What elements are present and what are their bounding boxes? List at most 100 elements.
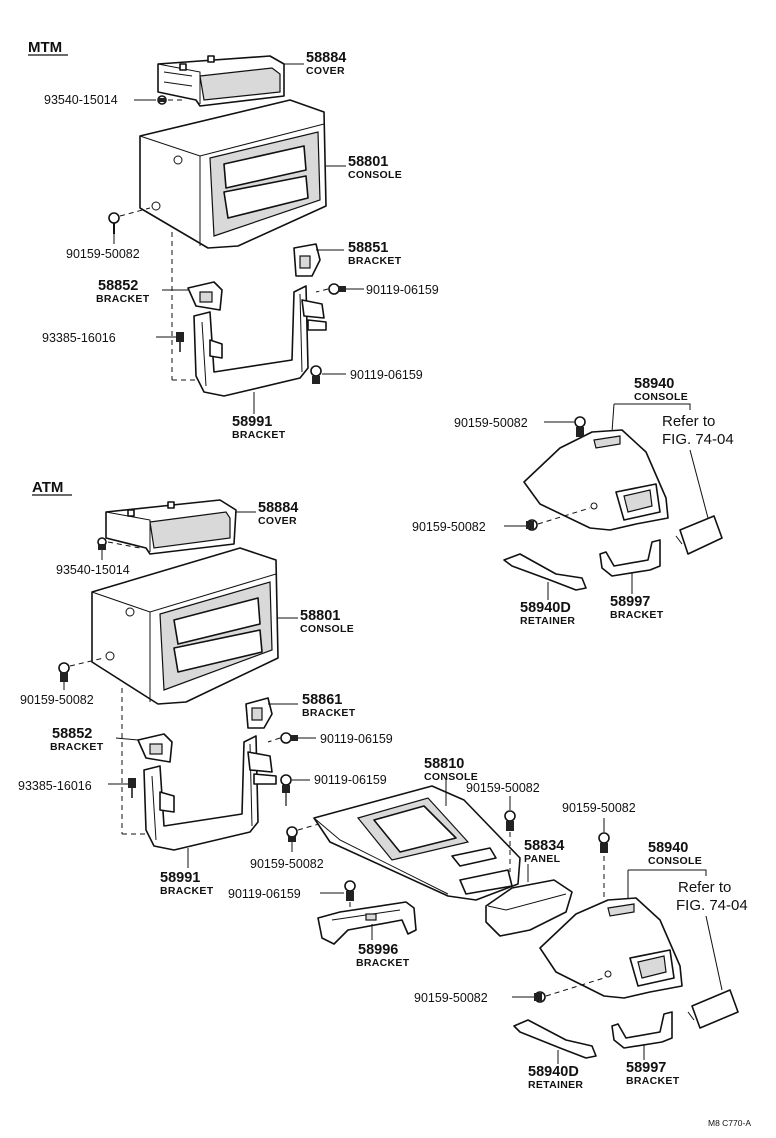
r2-refer-to: Refer to [678, 879, 731, 896]
atm-screw-i-label: 90119-06159 [228, 887, 301, 901]
atm-bracket-58991-name: BRACKET [160, 885, 214, 897]
atm-bracket-58852-part [137, 733, 173, 763]
atm-screw-a-icon [97, 537, 107, 550]
r1-screw-a-icon [574, 416, 586, 437]
atm-bracket-58852-number: 58852 [52, 726, 92, 742]
mtm-bracket-58852-number: 58852 [98, 278, 138, 294]
atm-bracket-58861-part [245, 697, 273, 729]
mtm-bracket-58851-part [293, 243, 321, 277]
atm-bracket-58996-part [317, 901, 417, 945]
r1-knob-part [675, 515, 723, 555]
r2-retainer-number: 58940D [528, 1064, 579, 1080]
atm-screw-c-icon [280, 732, 298, 744]
section-heading-mtm: MTM [28, 39, 62, 56]
r2-bracket-58997-name: BRACKET [626, 1075, 680, 1087]
mtm-cover-name: COVER [306, 65, 345, 77]
atm-bracket-58861-name: BRACKET [302, 707, 356, 719]
atm-screw-f-icon [286, 826, 298, 842]
r1-console-name: CONSOLE [634, 391, 688, 403]
atm-bracket-58996-number: 58996 [358, 942, 398, 958]
mtm-screw-b-label: 90159-50082 [66, 247, 140, 261]
atm-console-part [91, 547, 279, 705]
drawing-code: M8 C770-A [708, 1118, 751, 1128]
r1-console-number: 58940 [634, 376, 674, 392]
mtm-screw-d-icon [176, 332, 184, 352]
r1-retainer-name: RETAINER [520, 615, 575, 627]
r1-refer-to: Refer to [662, 413, 715, 430]
mtm-cover-part [157, 55, 285, 107]
atm-bracket-58991-part [143, 735, 277, 851]
atm-screw-i-icon [344, 880, 356, 901]
atm-bracket-58852-name: BRACKET [50, 741, 104, 753]
mtm-screw-b-icon [108, 212, 120, 234]
r2-knob-part [687, 989, 739, 1029]
r1-retainer-number: 58940D [520, 600, 571, 616]
atm-screw-h-label: 90159-50082 [562, 801, 636, 815]
mtm-bracket-58851-name: BRACKET [348, 255, 402, 267]
mtm-bracket-58991-name: BRACKET [232, 429, 286, 441]
mtm-screw-a-icon [157, 95, 167, 105]
mtm-console-name: CONSOLE [348, 169, 402, 181]
atm-screw-e-label: 90119-06159 [314, 773, 387, 787]
atm-bracket-58861-number: 58861 [302, 692, 342, 708]
atm-screw-d-icon [128, 778, 136, 798]
mtm-screw-c-label: 90119-06159 [366, 283, 439, 297]
atm-panel-58834-name: PANEL [524, 853, 561, 865]
mtm-screw-e-label: 90119-06159 [350, 368, 423, 382]
atm-screw-b-icon [58, 662, 70, 682]
atm-screw-g-icon [504, 810, 516, 831]
atm-screw-a-label: 93540-15014 [56, 563, 130, 577]
atm-console-name: CONSOLE [300, 623, 354, 635]
r1-screw-b-icon [526, 519, 538, 531]
atm-cover-part [105, 499, 237, 555]
r1-screw-a-label: 90159-50082 [454, 416, 528, 430]
r1-bracket-58997-part [599, 539, 661, 577]
r1-fig-ref: FIG. 74-04 [662, 431, 734, 448]
atm-screw-b-label: 90159-50082 [20, 693, 94, 707]
mtm-screw-a-label: 93540-15014 [44, 93, 118, 107]
r1-bracket-58997-number: 58997 [610, 594, 650, 610]
atm-screw-g-label: 90159-50082 [466, 781, 540, 795]
mtm-bracket-58851-number: 58851 [348, 240, 388, 256]
r1-bracket-58997-name: BRACKET [610, 609, 664, 621]
atm-screw-h-icon [598, 832, 610, 853]
atm-cover-number: 58884 [258, 500, 298, 516]
mtm-cover-number: 58884 [306, 50, 346, 66]
r1-console-part [523, 429, 669, 531]
atm-panel-58834-number: 58834 [524, 838, 564, 854]
r2-bracket-58997-number: 58997 [626, 1060, 666, 1076]
mtm-bracket-58852-part [187, 281, 223, 311]
atm-panel-58834-part [485, 879, 573, 937]
mtm-bracket-58852-name: BRACKET [96, 293, 150, 305]
r1-retainer-part [503, 553, 587, 591]
atm-bracket-58991-number: 58991 [160, 870, 200, 886]
mtm-bracket-58991-number: 58991 [232, 414, 272, 430]
atm-screw-f-label: 90159-50082 [250, 857, 324, 871]
atm-cover-name: COVER [258, 515, 297, 527]
atm-screw-e-icon [280, 774, 292, 806]
atm-console-58810-part [313, 785, 521, 901]
mtm-bracket-58991-part [193, 285, 327, 397]
section-heading-atm: ATM [32, 479, 63, 496]
mtm-screw-c-icon [328, 283, 346, 295]
mtm-screw-d-label: 93385-16016 [42, 331, 116, 345]
r2-console-number: 58940 [648, 840, 688, 856]
r1-screw-b-label: 90159-50082 [412, 520, 486, 534]
r2-console-part [539, 897, 683, 999]
atm-screw-c-label: 90119-06159 [320, 732, 393, 746]
atm-console-58810-name: CONSOLE [424, 771, 478, 783]
mtm-console-part [139, 99, 327, 249]
r2-screw-a-label: 90159-50082 [414, 991, 488, 1005]
atm-console-number: 58801 [300, 608, 340, 624]
r2-fig-ref: FIG. 74-04 [676, 897, 748, 914]
mtm-console-number: 58801 [348, 154, 388, 170]
mtm-screw-e-icon [310, 365, 322, 384]
atm-console-58810-number: 58810 [424, 756, 464, 772]
r2-retainer-part [513, 1019, 597, 1059]
r2-retainer-name: RETAINER [528, 1079, 583, 1091]
r2-console-name: CONSOLE [648, 855, 702, 867]
atm-screw-d-label: 93385-16016 [18, 779, 92, 793]
atm-bracket-58996-name: BRACKET [356, 957, 410, 969]
r2-bracket-58997-part [611, 1011, 673, 1049]
